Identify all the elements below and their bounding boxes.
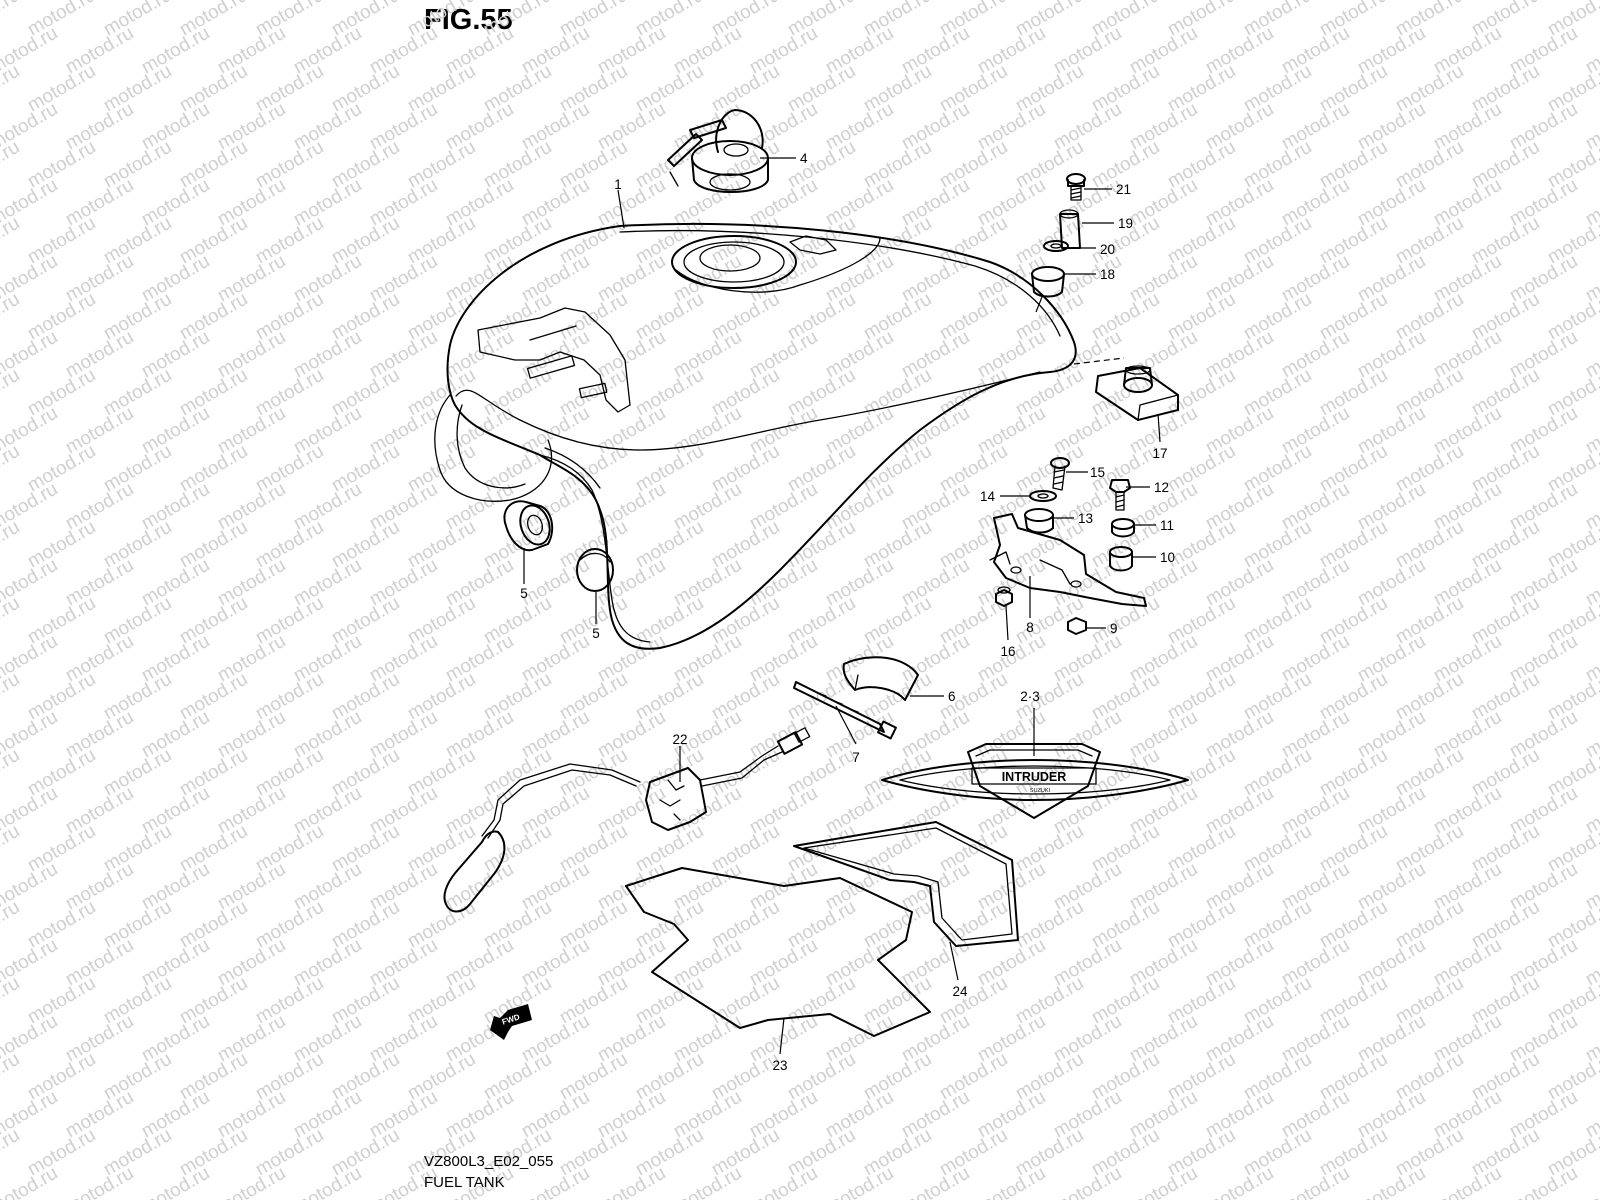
callout-labels: 1 2·3 4 5 5 6 7 8 9 10 11 12 13 14 15 16… [520,151,1175,1073]
callout-23: 23 [772,1058,787,1073]
seal-part-24 [793,821,1019,947]
tie-band-part-7 [793,681,897,740]
watermark-text: motod.ru [0,1049,23,1105]
watermark-text: motod.ru [746,1163,821,1200]
bolt-part-12 [1109,479,1131,511]
cap-part-5-b [576,548,614,592]
watermark-text: motod.ru [0,669,23,725]
callout-11: 11 [1160,518,1174,533]
watermark-text: motod.ru [974,1163,1049,1200]
watermark-text: motod.ru [594,1163,669,1200]
callout-8: 8 [1026,620,1034,635]
screw-part-15 [1050,457,1070,491]
watermark-text: motod.ru [290,1163,365,1200]
protector-sheet-part-23 [625,867,931,1037]
cushion-part-13 [1024,508,1054,534]
cushion-part-17 [1095,365,1179,421]
watermark-text: motod.ru [1430,1163,1505,1200]
callout-5-b: 5 [592,626,600,641]
callout-7: 7 [852,750,860,765]
watermark-text: motod.ru [0,745,23,801]
fwd-arrow-icon: FWD [490,1004,532,1040]
watermark-text: motod.ru [0,517,23,573]
bolt-part-21 [1066,173,1086,201]
nut-part-9 [1067,617,1087,635]
fuel-level-gauge-part-22 [443,727,811,913]
watermark-text: motod.ru [0,821,23,877]
watermark-text: motod.ru [822,1163,897,1200]
diagram-name: FUEL TANK [424,1174,505,1191]
watermark-text: motod.ru [0,213,23,269]
callout-22: 22 [672,732,687,747]
callout-6: 6 [948,689,956,704]
collar-part-11 [1111,518,1135,538]
cap-part-5-a [503,500,554,552]
leader-lines [523,157,1161,1055]
watermark-text: motod.ru [0,1125,23,1181]
callout-24: 24 [952,984,968,999]
callout-14: 14 [980,489,996,504]
callout-10: 10 [1160,550,1175,565]
watermark-text: motod.ru [214,1163,289,1200]
callout-1: 1 [614,177,622,192]
callout-16: 16 [1000,644,1015,659]
watermark-text: motod.ru [0,365,23,421]
emblem-subtext: SUZUKI [1030,788,1051,794]
emblem-text: INTRUDER [1002,770,1067,784]
watermark-text: motod.ru [898,1163,973,1200]
cushion-part-10 [1109,546,1133,572]
watermark-text: motod.ru [0,593,23,649]
watermark-text: motod.ru [0,441,23,497]
callout-4: 4 [800,151,808,166]
watermark-text: motod.ru [1050,1163,1125,1200]
watermark-text: motod.ru [62,1163,137,1200]
bracket-part-8 [989,513,1147,607]
watermark-text: motod.ru [0,897,23,953]
watermark-text: motod.ru [1278,1163,1353,1200]
watermark-text: motod.ru [1582,1163,1600,1200]
watermark-text: motod.ru [0,137,23,193]
callout-2-3: 2·3 [1020,689,1040,704]
washer-part-20 [1043,240,1069,252]
watermark-text: motod.ru [0,61,23,117]
pad-part-6 [842,656,919,701]
fuel-tank-part-1 [434,222,1077,650]
diagram-code: VZ800L3_E02_055 [424,1153,554,1170]
emblem-part-2-3: INTRUDER SUZUKI [881,743,1189,819]
watermark-text: motod.ru [1202,1163,1277,1200]
watermark-text: motod.ru [1506,1163,1581,1200]
callout-5-a: 5 [520,586,528,601]
callout-13: 13 [1078,511,1093,526]
callout-9: 9 [1110,621,1118,636]
fuel-cap-part-4 [667,109,769,193]
callout-19: 19 [1118,216,1133,231]
nut-part-16 [995,586,1013,607]
watermark-text: motod.ru [1126,1163,1201,1200]
watermark-text: motod.ru [1354,1163,1429,1200]
watermark-text: motod.ru [138,1163,213,1200]
callout-17: 17 [1152,446,1167,461]
figure-title: FIG.55 [424,4,513,36]
callout-12: 12 [1154,480,1169,495]
watermark-text: motod.ru [670,1163,745,1200]
watermark-text: motod.ru [1582,0,1600,2]
watermark-text: motod.ru [0,0,23,40]
watermark-text: motod.ru [0,289,23,345]
watermark-text: motod.ru [0,973,23,1029]
callout-15: 15 [1090,465,1105,480]
callout-18: 18 [1100,267,1115,282]
callout-20: 20 [1100,242,1115,257]
callout-21: 21 [1116,182,1131,197]
